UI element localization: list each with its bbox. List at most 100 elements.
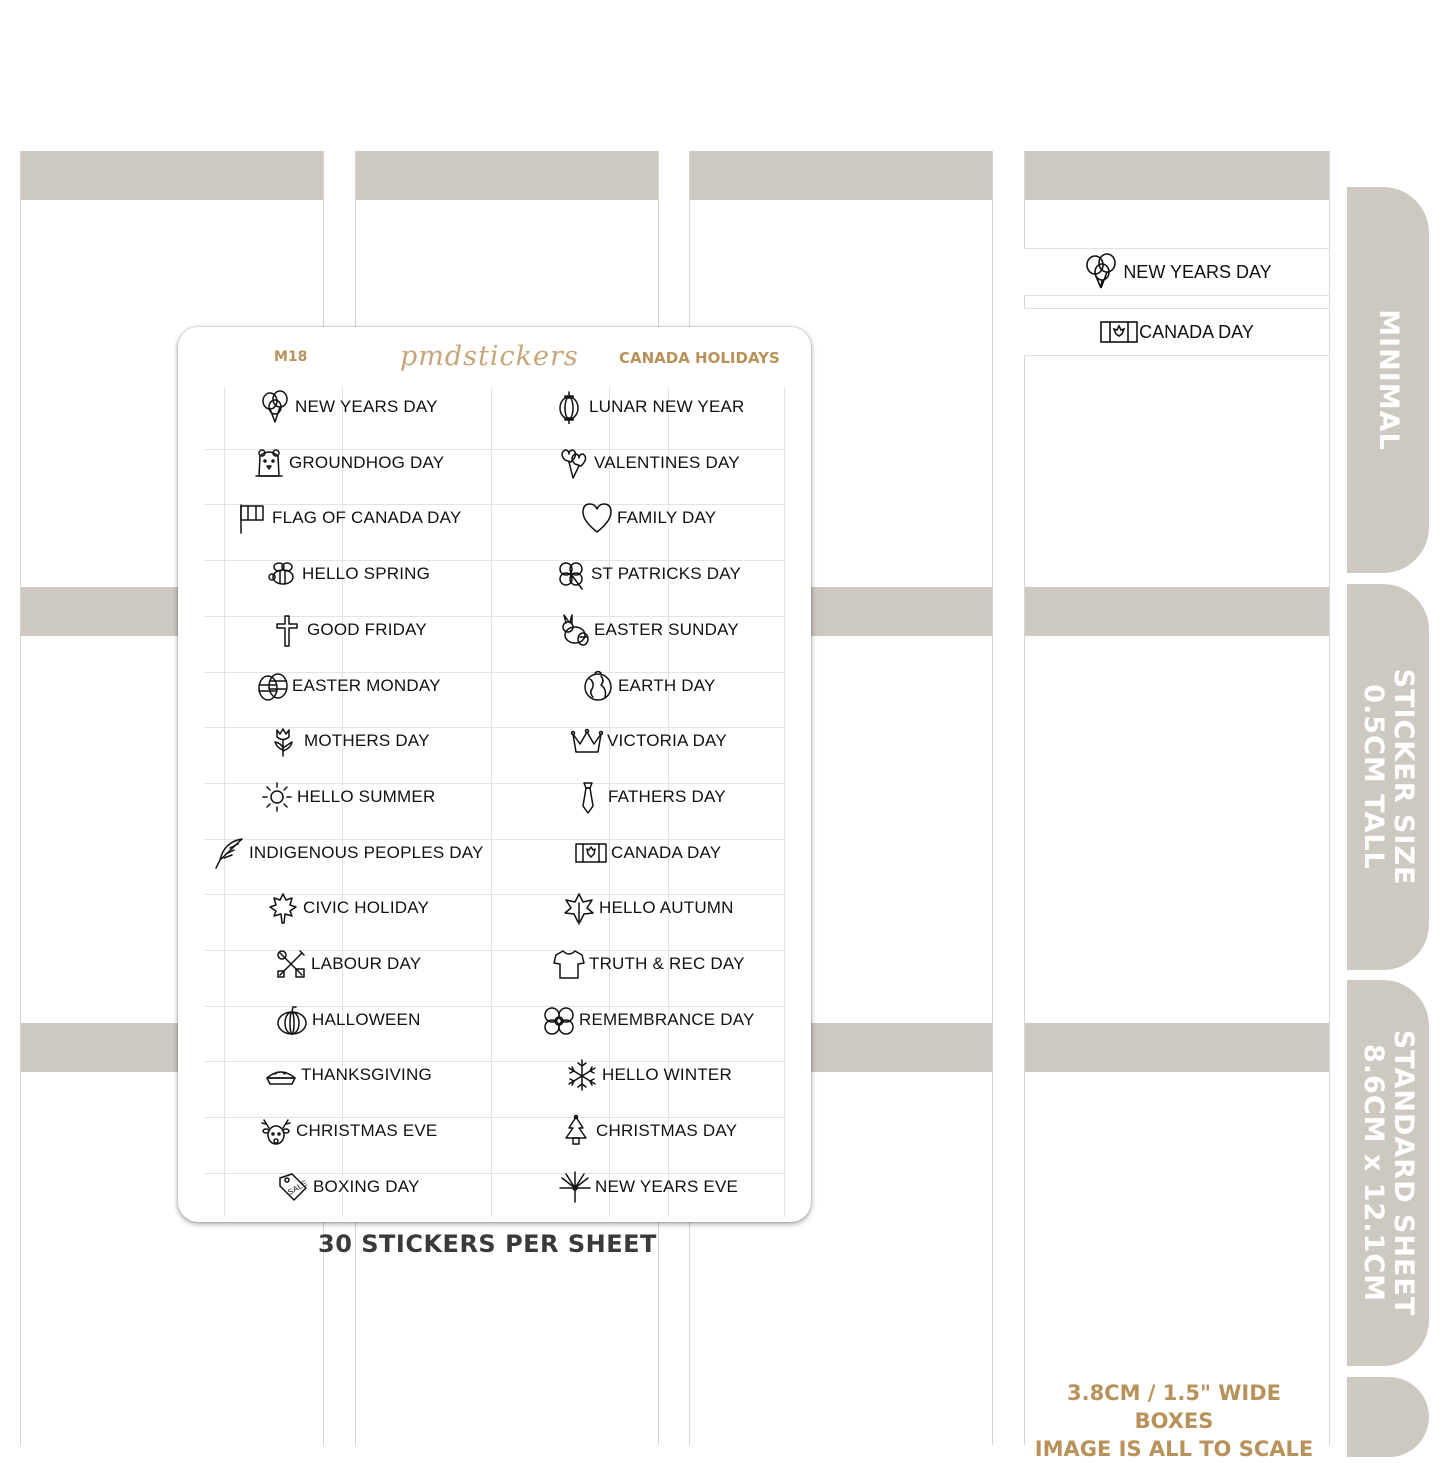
preview-sticker-canada-day: CANADA DAY bbox=[1024, 308, 1329, 356]
sticker-label: CHRISTMAS DAY bbox=[596, 1121, 738, 1140]
sticker-label: FAMILY DAY bbox=[617, 508, 717, 527]
grid-line bbox=[204, 504, 784, 506]
sticker-label: LUNAR NEW YEAR bbox=[589, 397, 745, 416]
grid-line bbox=[204, 838, 784, 840]
sticker-label: EASTER SUNDAY bbox=[594, 620, 739, 639]
sticker-item: NEW YEARS DAY bbox=[258, 387, 438, 427]
grid-line bbox=[204, 560, 784, 562]
sticker-label: MOTHERS DAY bbox=[304, 731, 430, 750]
tools-icon bbox=[277, 950, 305, 978]
sticker-label: CHRISTMAS EVE bbox=[296, 1121, 438, 1140]
sticker-item: INDIGENOUS PEOPLES DAY bbox=[212, 833, 484, 873]
tab-label: STICKER SIZE 0.5CM TALL bbox=[1358, 668, 1419, 886]
reindeer-icon bbox=[261, 1119, 291, 1145]
grid-line bbox=[224, 387, 225, 1217]
snowflake-icon bbox=[568, 1059, 596, 1091]
planner-column-4 bbox=[1024, 151, 1330, 1445]
sheet-sku: M18 bbox=[274, 349, 308, 365]
sticker-item: ST PATRICKS DAY bbox=[554, 554, 741, 594]
preview-label: CANADA DAY bbox=[1139, 321, 1254, 342]
grid-line bbox=[204, 782, 784, 784]
lantern-icon bbox=[559, 391, 579, 424]
grid-line bbox=[204, 1005, 784, 1007]
sticker-label: ST PATRICKS DAY bbox=[591, 564, 742, 583]
column-header-bar bbox=[1025, 587, 1329, 636]
sticker-label: HELLO AUTUMN bbox=[599, 898, 734, 917]
grid-line bbox=[204, 1061, 784, 1063]
sticker-item: VALENTINES DAY bbox=[557, 443, 740, 483]
heart-balloons-icon bbox=[561, 449, 587, 479]
tab-label: STANDARD SHEET 8.6CM x 12.1CM bbox=[1358, 1030, 1419, 1317]
grid-line bbox=[204, 448, 784, 450]
sticker-label: NEW YEARS DAY bbox=[295, 397, 438, 416]
sticker-item: HELLO AUTUMN bbox=[562, 888, 734, 928]
footer-line: 3.8CM / 1.5" WIDE BOXES bbox=[1066, 1381, 1281, 1433]
sticker-item: CHRISTMAS DAY bbox=[559, 1111, 737, 1151]
tab-partial bbox=[1347, 1377, 1429, 1457]
bunny-icon bbox=[562, 614, 589, 646]
tie-icon bbox=[582, 782, 594, 814]
sticker-label: TRUTH & REC DAY bbox=[589, 954, 745, 973]
sticker-item: EASTER MONDAY bbox=[255, 666, 441, 706]
column-header-bar bbox=[1025, 151, 1329, 200]
sticker-label: REMEMBRANCE DAY bbox=[579, 1010, 755, 1029]
tab-label-line: STICKER SIZE bbox=[1388, 668, 1419, 886]
sticker-item: FAMILY DAY bbox=[580, 498, 716, 538]
sticker-label: FLAG OF CANADA DAY bbox=[272, 508, 462, 527]
grid-line bbox=[491, 387, 492, 1217]
sticker-item: HELLO SPRING bbox=[265, 554, 430, 594]
tab-standard-sheet[interactable]: STANDARD SHEET 8.6CM x 12.1CM bbox=[1347, 980, 1429, 1366]
sticker-label: LABOUR DAY bbox=[311, 954, 422, 973]
flag-icon bbox=[240, 504, 264, 534]
tab-label-line: 8.6CM x 12.1CM bbox=[1358, 1043, 1389, 1303]
sticker-item: CHRISTMAS EVE bbox=[259, 1111, 437, 1151]
footer-line: IMAGE IS ALL TO SCALE bbox=[1034, 1437, 1314, 1461]
grid-line bbox=[204, 1117, 784, 1119]
sticker-item: VICTORIA DAY bbox=[570, 721, 727, 761]
footer-note: 3.8CM / 1.5" WIDE BOXES IMAGE IS ALL TO … bbox=[1028, 1379, 1320, 1463]
sticker-label: HALLOWEEN bbox=[312, 1010, 421, 1029]
grid-line bbox=[204, 894, 784, 896]
sticker-label: GROUNDHOG DAY bbox=[289, 453, 445, 472]
poppy-icon bbox=[544, 1007, 574, 1035]
caption: 30 STICKERS PER SHEET bbox=[318, 1230, 657, 1258]
sticker-label: THANKSGIVING bbox=[301, 1065, 432, 1084]
crown-icon bbox=[570, 728, 604, 753]
sticker-item: FLAG OF CANADA DAY bbox=[235, 498, 461, 538]
tree-icon bbox=[565, 1114, 587, 1145]
globe-icon bbox=[584, 670, 612, 701]
sticker-item: EARTH DAY bbox=[581, 666, 716, 706]
sticker-label: INDIGENOUS PEOPLES DAY bbox=[249, 843, 484, 862]
shirt-icon bbox=[553, 950, 585, 979]
pumpkin-icon bbox=[277, 1006, 307, 1035]
sticker-item: MOTHERS DAY bbox=[267, 721, 430, 761]
sticker-label: EASTER MONDAY bbox=[292, 676, 441, 695]
sun-icon bbox=[262, 782, 292, 812]
tab-label: MINIMAL bbox=[1373, 309, 1404, 451]
column-header-bar bbox=[1025, 1023, 1329, 1072]
sticker-item: HELLO SUMMER bbox=[260, 777, 435, 817]
sticker-item: LABOUR DAY bbox=[274, 944, 421, 984]
pie-icon bbox=[266, 1071, 296, 1085]
column-header-bar bbox=[21, 151, 323, 200]
sticker-label: VICTORIA DAY bbox=[607, 731, 727, 750]
grid-line bbox=[668, 387, 669, 1217]
sticker-item: REMEMBRANCE DAY bbox=[542, 1000, 755, 1040]
canada-flag-icon bbox=[1100, 321, 1138, 343]
tab-minimal[interactable]: MINIMAL bbox=[1347, 187, 1429, 573]
feather-icon bbox=[215, 838, 243, 869]
sticker-label: FATHERS DAY bbox=[608, 787, 726, 806]
tulip-icon bbox=[274, 728, 293, 757]
sticker-label: GOOD FRIDAY bbox=[307, 620, 427, 639]
canada-flag-icon bbox=[575, 843, 607, 863]
sticker-item: CIVIC HOLIDAY bbox=[266, 888, 429, 928]
grid-line bbox=[204, 950, 784, 951]
column-header-bar bbox=[690, 151, 992, 200]
grid-line bbox=[784, 387, 785, 1217]
maple-leaf-icon bbox=[269, 893, 297, 924]
tab-sticker-size[interactable]: STICKER SIZE 0.5CM TALL bbox=[1347, 584, 1429, 970]
sticker-label: HELLO SUMMER bbox=[297, 787, 436, 806]
sticker-item: LUNAR NEW YEAR bbox=[552, 387, 745, 427]
sticker-item: NEW YEARS EVE bbox=[558, 1167, 738, 1207]
